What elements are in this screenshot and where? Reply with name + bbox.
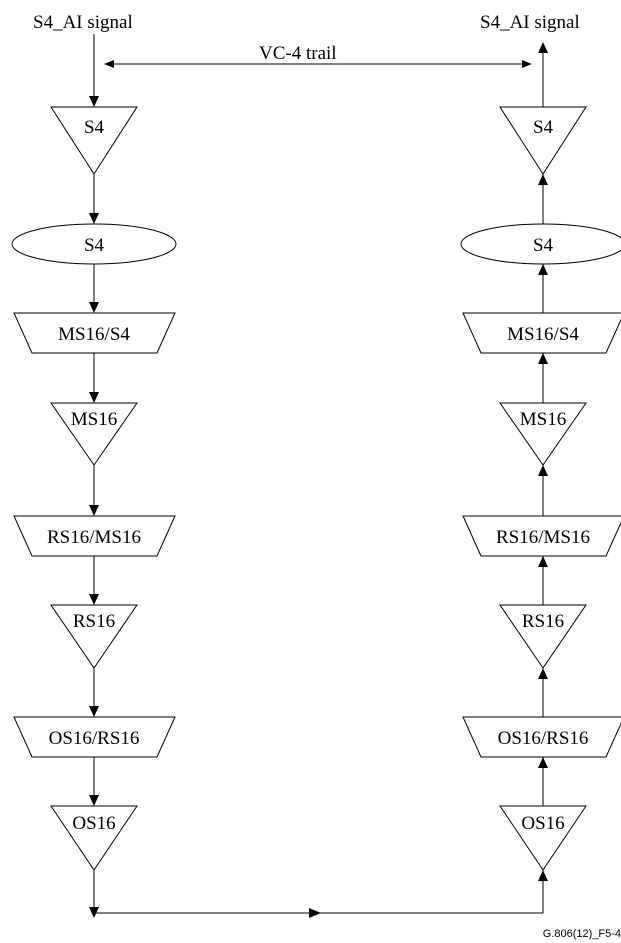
left-block-label: S4 [84,117,105,138]
right-block-label: S4 [533,117,554,138]
left-block-label: S4 [84,235,105,256]
right-block-os16-termination: OS16 [499,805,587,871]
right-block-ms16-s4-adaptation: MS16/S4 [462,312,621,354]
left-column: S4 S4 MS16/S4 MS16 RS16/MS16 RS16 [11,34,177,918]
left-signal-label: S4_AI signal [33,12,133,33]
right-column: S4 S4 MS16/S4 MS16 RS16/MS16 RS16 [460,42,621,913]
right-block-s4-termination: S4 [499,106,587,175]
left-block-ms16-termination: MS16 [50,402,138,466]
left-block-label: MS16/S4 [58,324,130,345]
right-block-label: RS16 [522,611,564,632]
figure-id: G.806(12)_F5-4 [543,928,621,940]
left-block-label: MS16 [71,409,117,430]
right-block-label: OS16/RS16 [498,728,589,749]
left-block-label: OS16 [72,813,115,834]
left-block-ms16-s4-adaptation: MS16/S4 [13,312,176,354]
vc4-trail-arrow [104,60,532,68]
right-block-rs16-ms16-adaptation: RS16/MS16 [462,515,621,557]
left-block-label: OS16/RS16 [49,728,140,749]
trail-label: VC-4 trail [259,43,337,64]
left-block-os16-rs16-adaptation: OS16/RS16 [13,716,176,758]
left-block-os16-termination: OS16 [50,805,138,871]
right-block-ms16-termination: MS16 [499,402,587,466]
right-signal-label: S4_AI signal [480,12,580,33]
left-block-label: RS16/MS16 [47,527,141,548]
left-block-rs16-ms16-adaptation: RS16/MS16 [13,515,176,557]
left-block-label: RS16 [73,611,115,632]
right-block-label: MS16 [520,409,566,430]
right-block-label: MS16/S4 [507,324,579,345]
right-block-rs16-termination: RS16 [499,604,587,669]
left-block-rs16-termination: RS16 [50,604,138,669]
right-block-os16-rs16-adaptation: OS16/RS16 [462,716,621,758]
right-block-s4-connection: S4 [460,223,621,265]
left-block-s4-connection: S4 [11,223,177,265]
right-block-label: RS16/MS16 [496,527,590,548]
bottom-link [94,908,543,918]
right-block-label: S4 [533,235,554,256]
left-block-s4-termination: S4 [50,106,138,175]
right-block-label: OS16 [521,813,564,834]
